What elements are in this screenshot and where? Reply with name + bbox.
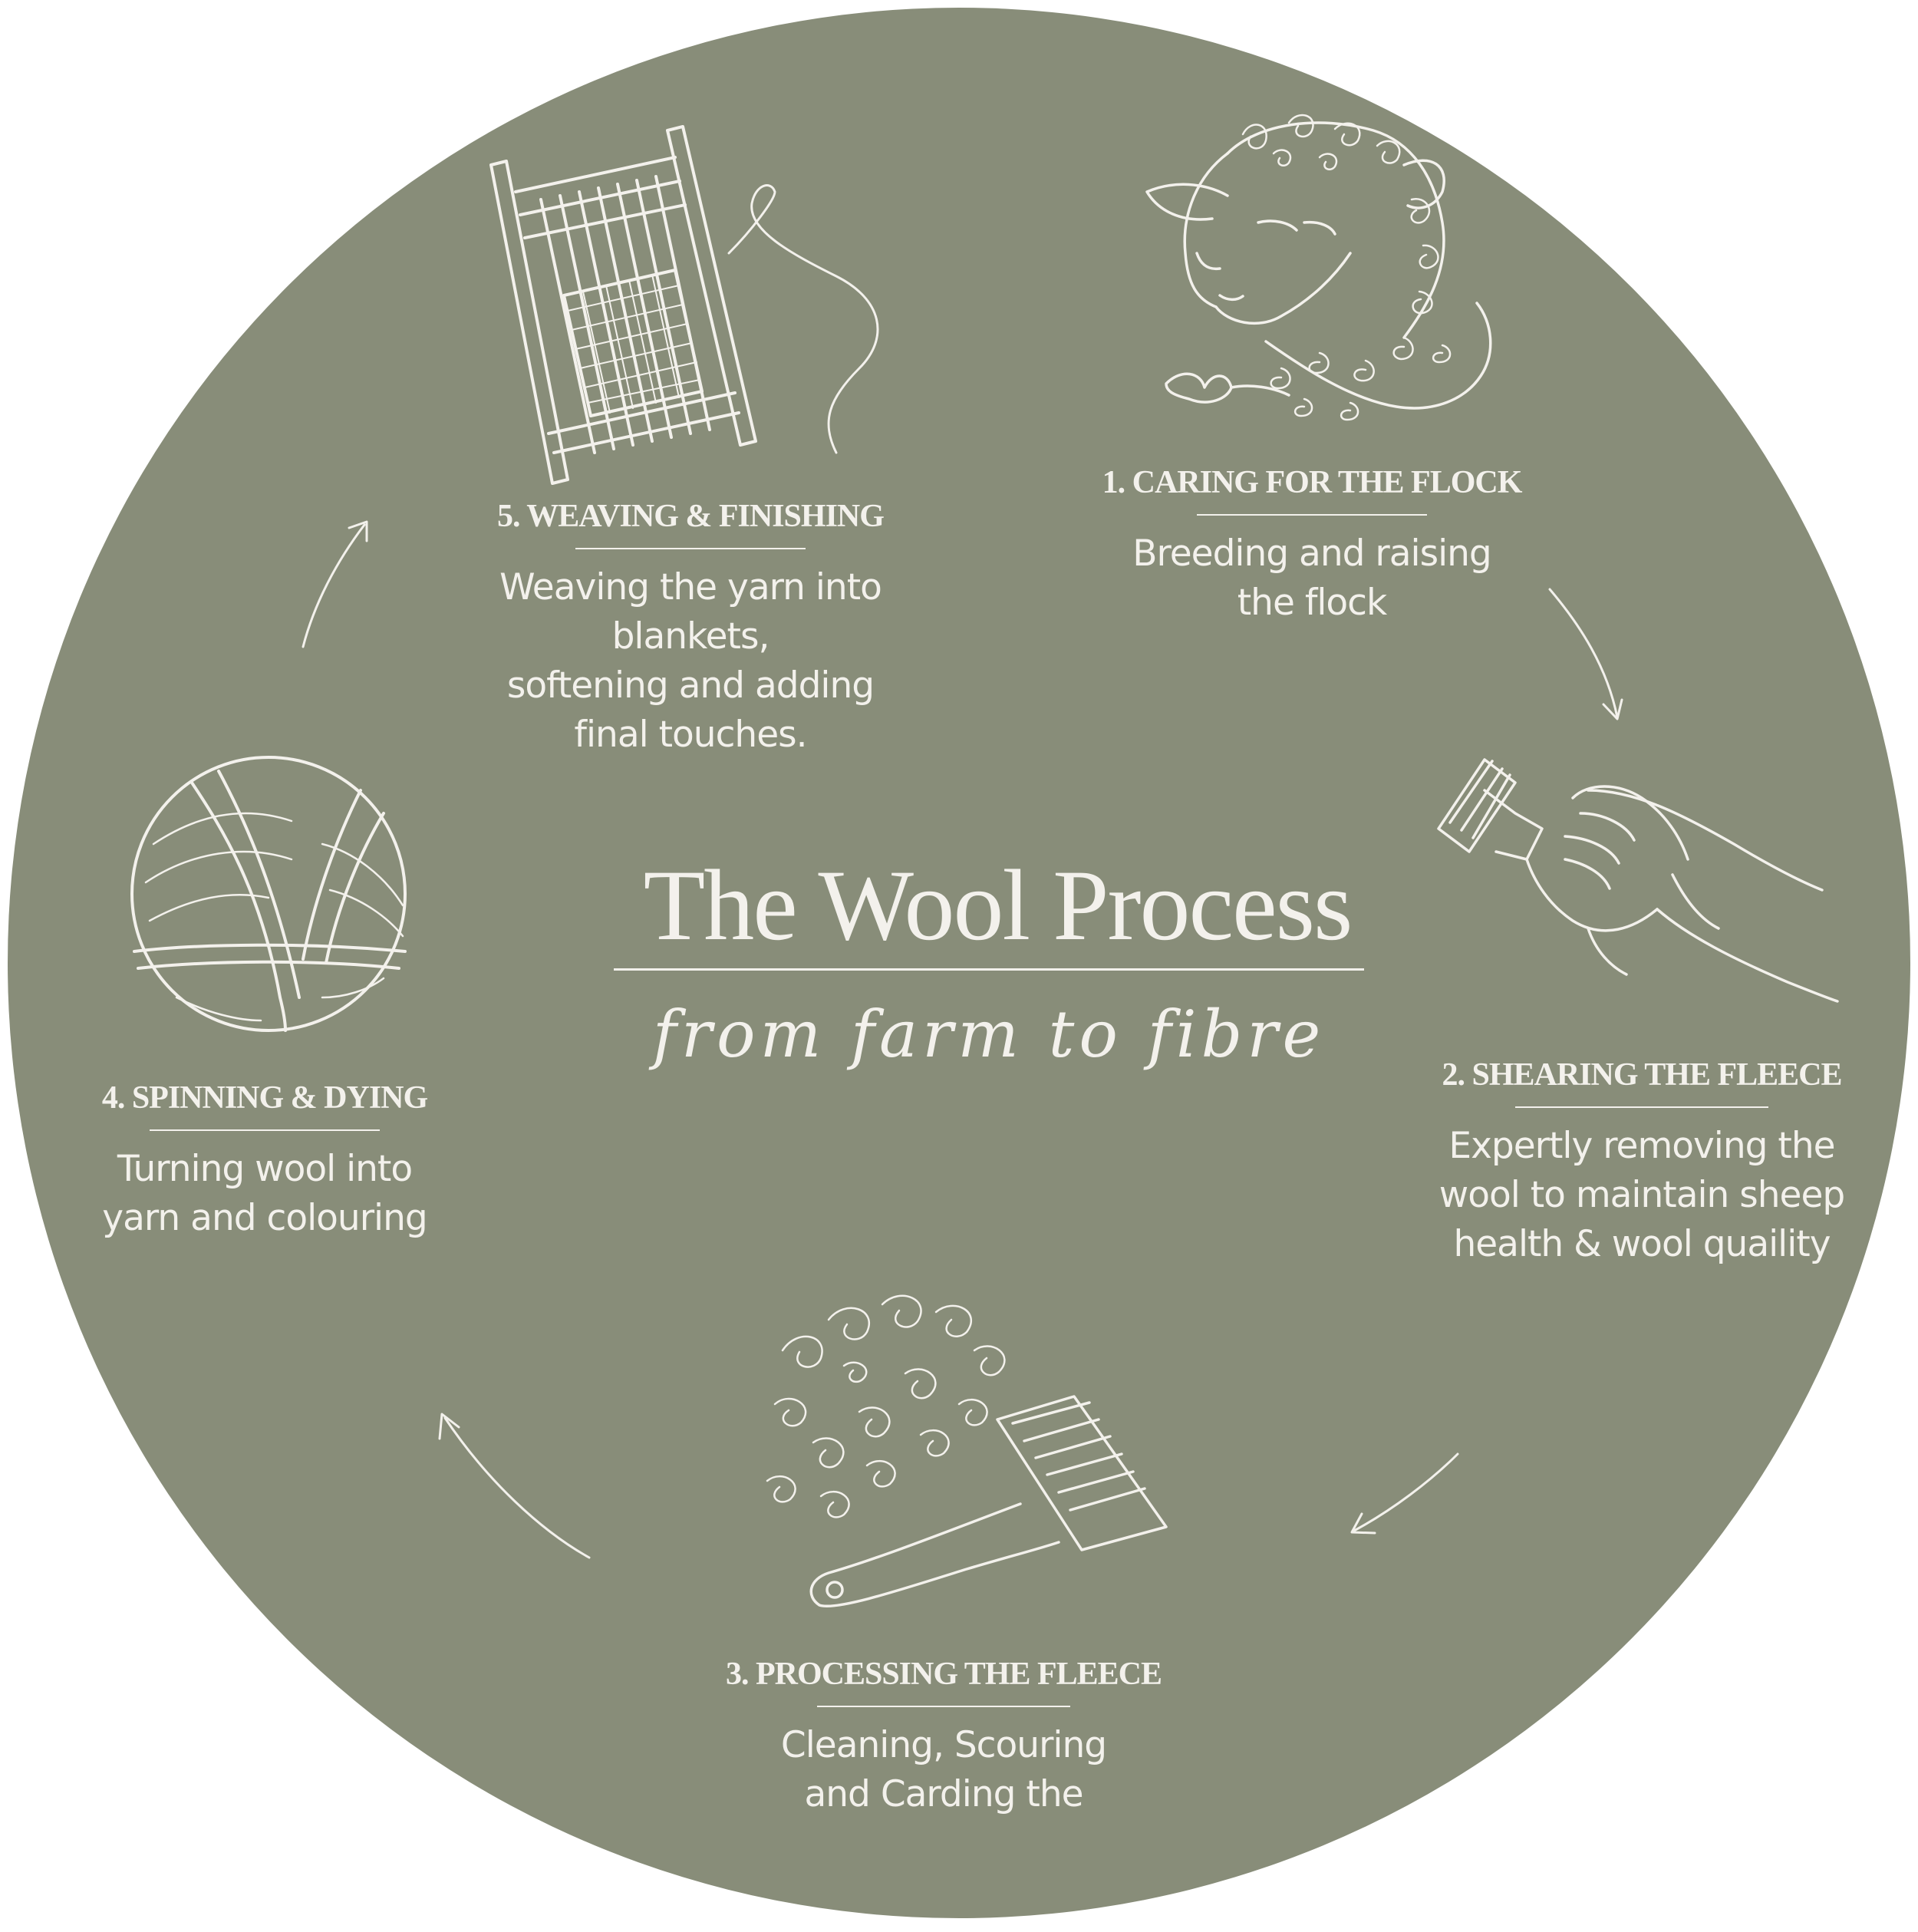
- step-description-line: Turning wool into: [117, 1148, 413, 1190]
- step-heading: 1. CARING FOR THE FLOCK: [1102, 465, 1523, 500]
- step-5: 5. WEAVING & FINISHING Weaving the yarn …: [445, 496, 936, 760]
- step-description-line: health & wool quaility: [1453, 1223, 1831, 1265]
- step-description-line: Cleaning, Scouring: [780, 1724, 1107, 1766]
- step-divider: [575, 548, 806, 549]
- step-divider: [150, 1129, 380, 1131]
- step-divider: [1515, 1106, 1768, 1108]
- step-description-line: and Carding the: [804, 1773, 1083, 1815]
- arrow-step4-to-step5-icon: [302, 520, 368, 648]
- arrow-step2-to-step3-icon: [1350, 1452, 1459, 1535]
- step-description-line: Expertly removing the: [1448, 1125, 1835, 1167]
- step-heading: 2. SHEARING THE FLEECE: [1442, 1057, 1842, 1093]
- step-description: Cleaning, Scouring and Carding the: [675, 1721, 1212, 1819]
- step-description-line: blankets,: [611, 615, 770, 658]
- step-description-line: the flock: [1237, 582, 1388, 624]
- arrow-step1-to-step2-icon: [1548, 588, 1623, 720]
- step-description-line: yarn and colouring: [102, 1197, 427, 1239]
- shears-in-hand-icon: [1437, 758, 1839, 1003]
- step-divider: [817, 1706, 1070, 1707]
- step-description: Weaving the yarn into blankets, softenin…: [445, 563, 936, 760]
- step-heading: 4. SPINNING & DYING: [101, 1080, 428, 1116]
- yarn-ball-icon: [130, 756, 407, 1032]
- step-description-line: wool to maintain sheep: [1438, 1174, 1845, 1216]
- arrow-step3-to-step4-icon: [438, 1413, 591, 1559]
- wool-carder-icon: [766, 1294, 1168, 1608]
- step-2: 2. SHEARING THE FLEECE Expertly removing…: [1389, 1054, 1895, 1269]
- step-description: Turning wool into yarn and colouring: [61, 1145, 468, 1243]
- step-description-line: softening and adding: [506, 664, 875, 707]
- step-description: Breeding and raising the flock: [1066, 529, 1557, 628]
- step-3: 3. PROCESSING THE FLEECE Cleaning, Scour…: [675, 1653, 1212, 1819]
- weaving-loom-icon: [489, 125, 879, 485]
- sheep-head-icon: [1145, 114, 1492, 421]
- page-subtitle: from farm to fibre: [652, 997, 1326, 1072]
- cycle-arrows: [302, 520, 1623, 1559]
- step-heading: 5. WEAVING & FINISHING: [497, 499, 885, 534]
- step-divider: [1197, 514, 1427, 516]
- step-1: 1. CARING FOR THE FLOCK Breeding and rai…: [1066, 462, 1557, 628]
- page-title: The Wool Process: [643, 849, 1353, 961]
- step-description-line: Breeding and raising: [1132, 532, 1492, 575]
- step-4: 4. SPINNING & DYING Turning wool into ya…: [61, 1077, 468, 1243]
- title-divider: [614, 968, 1364, 971]
- step-description: Expertly removing the wool to maintain s…: [1389, 1122, 1895, 1269]
- step-description-line: Weaving the yarn into: [499, 566, 882, 608]
- step-heading: 3. PROCESSING THE FLEECE: [725, 1657, 1162, 1692]
- step-description-line: final touches.: [574, 714, 807, 756]
